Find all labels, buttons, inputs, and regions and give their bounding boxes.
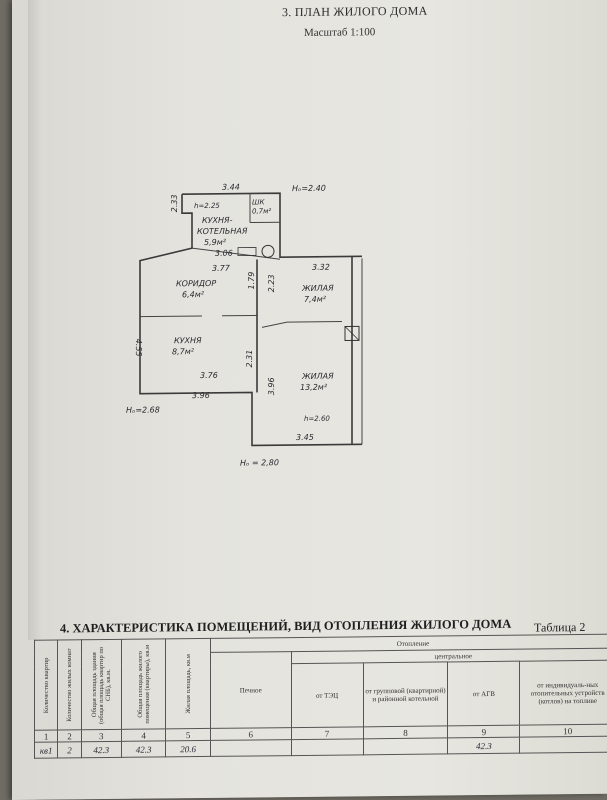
room-closet-name: ШК	[252, 198, 265, 206]
cell-c1: кв1	[34, 742, 58, 759]
plan-rooms: ШК 0,7м² КУХНЯ- КОТЕЛЬНАЯ 5,9м² КОРИДОР …	[172, 198, 334, 392]
room-corridor-area: 6,4м²	[182, 290, 205, 299]
dim-right-vertical: 3.96	[267, 377, 276, 395]
header-c10: от индивидуаль-ных отопительных устройст…	[519, 660, 607, 726]
dim-right-top: 3.32	[312, 263, 330, 272]
room-boiler-name-1: КУХНЯ-	[202, 216, 233, 225]
stove-cross	[344, 326, 360, 341]
plan-heights: Hₒ=2.40 h=2.25 h=2.60 Hₒ=2.68 Hₒ = 2,80	[126, 184, 330, 468]
dim-outer-bottom: 3.96	[192, 391, 210, 400]
wall-outer-loop	[139, 194, 362, 447]
header-c6: Печное	[210, 651, 291, 729]
document-sheet: 3. ПЛАН ЖИЛОГО ДОМА Масштаб 1:100	[12, 0, 607, 800]
colnum-2: 2	[57, 729, 82, 743]
header-c1: Количество квартир	[34, 640, 58, 731]
room-living2-name: ЖИЛАЯ	[301, 372, 334, 381]
colnum-9: 9	[447, 725, 520, 738]
cell-c3: 42.3	[81, 741, 122, 758]
room-kitchen-name: КУХНЯ	[174, 336, 202, 345]
height-kitchen: h=2.25	[194, 202, 220, 210]
wall-top-segment	[182, 192, 362, 259]
room-living2-area: 13,2м²	[300, 383, 328, 392]
room-kitchen-area: 8,7м²	[172, 347, 195, 356]
room-corridor-name: КОРИДОР	[176, 279, 216, 288]
cell-c7	[291, 738, 364, 756]
cell-c10	[519, 736, 607, 754]
dim-kitchen-width: 3.06	[215, 249, 233, 258]
header-c5: Жилая площадь, кв.м	[165, 638, 211, 729]
header-c7: от ТЭЦ	[291, 662, 364, 728]
floor-plan-drawing: 3.44 2.33 3.06 3.77 1.79 2.23 3.32 4.55 …	[126, 183, 363, 468]
header-c8: от групповой (квартирной) и районной кот…	[363, 661, 448, 727]
height-bottom: Hₒ = 2,80	[240, 458, 279, 467]
characteristics-table: Количество квартир Количество жилых комн…	[34, 634, 607, 759]
colnum-10: 10	[519, 724, 607, 738]
colnum-5: 5	[165, 728, 211, 741]
room-boiler-name-2: КОТЕЛЬНАЯ	[197, 227, 248, 237]
dim-top-width: 3.44	[222, 183, 240, 192]
header-c2: Количество жилых комнат	[57, 639, 82, 731]
cell-c9: 42.3	[447, 737, 520, 754]
dim-door-small: 1.79	[247, 272, 256, 290]
plan-dimensions: 3.44 2.33 3.06 3.77 1.79 2.23 3.32 4.55 …	[134, 183, 330, 442]
dim-left-top: 2.33	[170, 194, 179, 212]
colnum-4: 4	[121, 728, 166, 742]
stove-symbol	[344, 325, 360, 342]
colnum-7: 7	[291, 726, 364, 740]
room-boiler-area: 5,9м²	[204, 238, 227, 247]
dim-corridor-width: 3.77	[212, 264, 231, 273]
header-c4: Общая площадь жилого помещения (квартиры…	[121, 638, 166, 730]
room-living1-name: ЖИЛАЯ	[301, 284, 334, 293]
dim-kitchen-mid: 2.31	[245, 350, 254, 368]
header-c3: Общая площадь здания (общая площадь квар…	[81, 639, 122, 730]
room-living1-area: 7,4м²	[304, 295, 327, 304]
colnum-8: 8	[363, 725, 448, 739]
wall-living1-bottom	[261, 321, 342, 328]
cell-c8	[363, 737, 448, 755]
dim-kitchen-bottom: 3.76	[200, 371, 218, 380]
cell-c6	[210, 739, 291, 757]
wall-kitchen-top-left	[140, 315, 202, 318]
boiler-symbol	[261, 244, 275, 258]
cell-c2: 2	[57, 741, 82, 759]
cell-c4: 42.3	[121, 740, 166, 758]
colnum-3: 3	[81, 729, 122, 742]
dim-left-height: 4.55	[134, 339, 143, 357]
height-top-right: Hₒ=2.40	[292, 184, 326, 193]
cooker-symbol	[237, 247, 257, 257]
colnum-6: 6	[210, 727, 291, 741]
dim-room-bottom: 3.45	[296, 433, 314, 442]
height-left: Hₒ=2.68	[126, 405, 160, 414]
colnum-1: 1	[34, 730, 58, 743]
header-c9: от АГВ	[447, 661, 520, 726]
dim-inner-223: 2.23	[267, 274, 276, 292]
plan-walls	[139, 192, 363, 447]
room-closet-area: 0,7м²	[252, 207, 271, 215]
height-room: h=2.60	[304, 415, 330, 423]
cell-c5: 20.6	[165, 740, 211, 757]
wall-boiler-bottom	[191, 247, 281, 260]
